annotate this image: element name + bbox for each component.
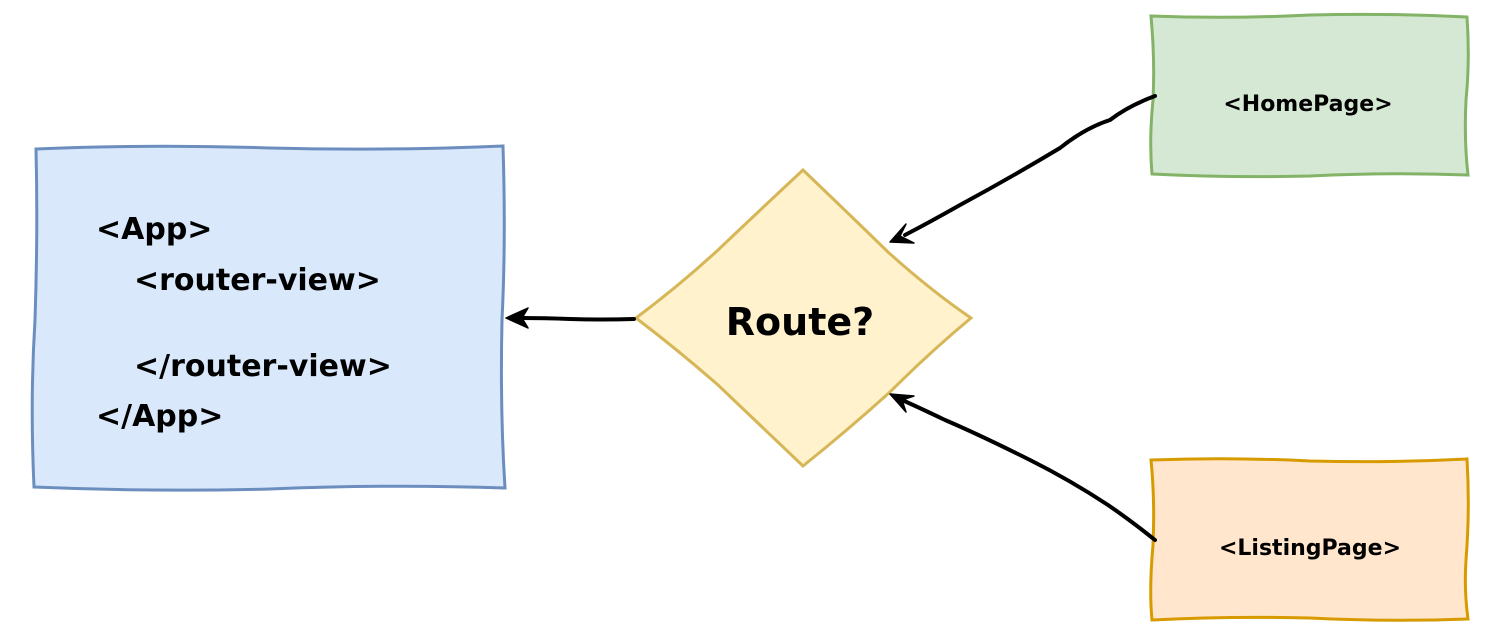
edge-line	[903, 94, 1157, 237]
home-page-box	[1149, 12, 1470, 179]
router-view-close-tag: </router-view>	[134, 349, 392, 384]
home-page-label: <HomePage>	[1223, 92, 1392, 117]
edge-line	[520, 316, 636, 322]
listing-page-label: <ListingPage>	[1219, 536, 1401, 561]
listing-page-node: <ListingPage>	[1149, 457, 1470, 622]
arrowhead-icon	[889, 223, 915, 244]
edge-home-page-to-route	[889, 94, 1157, 244]
route-decision-node: Route?	[633, 167, 974, 468]
arrowhead-icon	[505, 307, 529, 329]
router-view-open-tag: <router-view>	[134, 263, 381, 298]
app-close-tag: </App>	[96, 399, 223, 434]
listing-page-box	[1149, 457, 1470, 622]
edge-line	[900, 398, 1157, 542]
edge-listing-page-to-route	[889, 393, 1157, 542]
route-diamond	[633, 167, 974, 468]
edge-route-to-app	[505, 307, 636, 329]
app-open-tag: <App>	[96, 212, 212, 247]
home-page-node: <HomePage>	[1149, 12, 1470, 179]
app-box	[30, 144, 507, 492]
arrowhead-icon	[889, 393, 915, 413]
app-node: <App> <router-view> </router-view> </App…	[30, 144, 507, 492]
route-label: Route?	[726, 300, 874, 344]
